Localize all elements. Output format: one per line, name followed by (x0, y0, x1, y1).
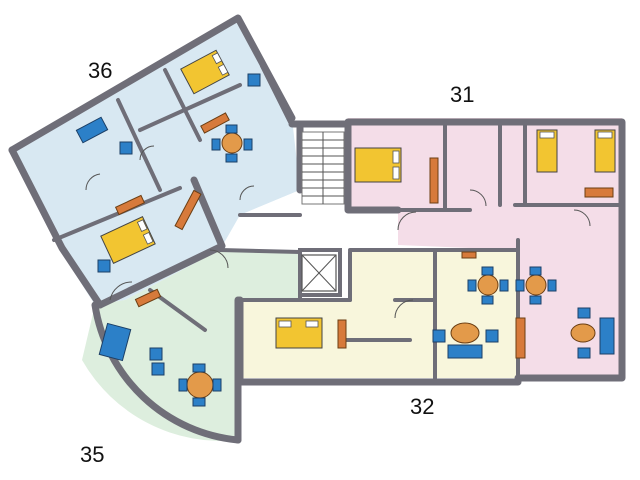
stairs-icon (301, 131, 345, 205)
armchair-icon (97, 73, 591, 376)
dining-table-icon (211, 124, 253, 163)
bed-icon (354, 147, 402, 183)
bed-icon (180, 49, 230, 95)
bed-icon (275, 317, 323, 349)
sofa-icon (98, 322, 132, 362)
dining-table-icon (570, 323, 596, 343)
apartment-35-label: 35 (80, 442, 104, 467)
dining-table-icon (467, 266, 509, 305)
door-swing (85, 145, 591, 319)
elevator-icon (301, 254, 337, 292)
sofa-icon (447, 344, 483, 359)
sofa-icon (75, 116, 109, 144)
bed-icon (594, 129, 616, 173)
dining-table-icon (178, 363, 222, 407)
cabinet-icon (114, 112, 614, 359)
apartment-31-label: 31 (450, 82, 474, 107)
bed-icon (100, 216, 156, 264)
sofa-icon (599, 317, 615, 355)
bed-icon (536, 129, 558, 173)
dining-table-icon (515, 266, 557, 305)
apartment-32-label: 32 (410, 394, 434, 419)
apartment-36-label: 36 (88, 58, 112, 83)
dining-table-icon (450, 322, 480, 344)
stair-core (240, 128, 398, 300)
